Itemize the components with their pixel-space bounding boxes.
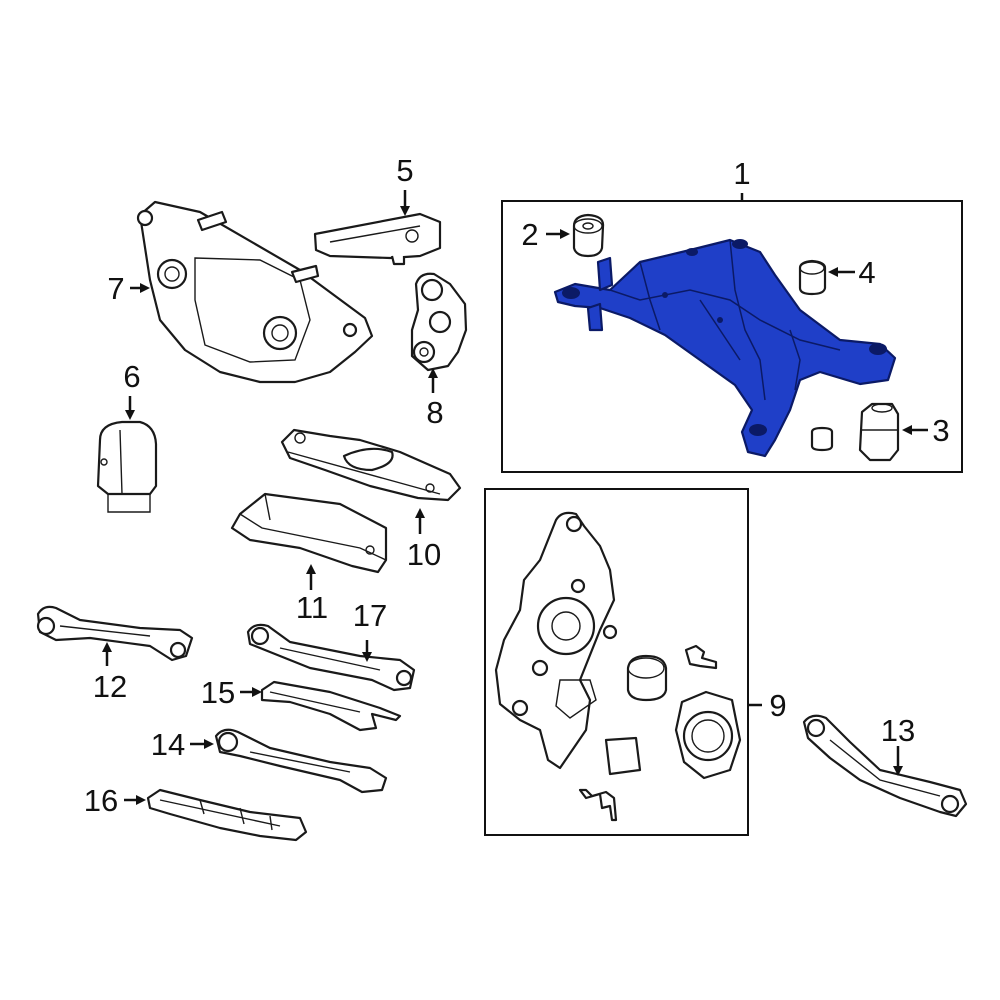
shield-part-16[interactable] (146, 788, 308, 842)
callout-15: 15 (201, 675, 235, 710)
bracket-part-5[interactable] (313, 212, 442, 266)
callout-12: 12 (93, 669, 127, 704)
callout-9: 9 (769, 688, 786, 723)
arm-part-17[interactable] (246, 623, 416, 692)
callout-11: 11 (296, 590, 328, 625)
mount-bracket-part-8[interactable] (410, 272, 468, 372)
callout-1: 1 (733, 156, 750, 191)
callout-16: 16 (84, 783, 118, 818)
shield-part-15[interactable] (260, 680, 402, 732)
callout-4: 4 (858, 255, 875, 290)
callout-8: 8 (426, 395, 443, 430)
bushing-part-2[interactable] (572, 213, 605, 258)
mount-part-3[interactable] (810, 402, 900, 462)
arm-part-12[interactable] (36, 605, 194, 662)
callout-2: 2 (521, 217, 538, 252)
arm-part-14[interactable] (214, 728, 388, 794)
mount-part-6[interactable] (96, 420, 158, 513)
callout-6: 6 (123, 359, 140, 394)
callout-17: 17 (353, 598, 387, 633)
callout-13: 13 (881, 713, 915, 748)
callout-7: 7 (107, 271, 124, 306)
knuckle-group-box (484, 488, 749, 836)
differential-cover-part-7[interactable] (136, 200, 374, 384)
callout-14: 14 (151, 727, 185, 762)
bushing-part-4[interactable] (798, 259, 827, 296)
callout-5: 5 (396, 153, 413, 188)
arm-part-13[interactable] (802, 714, 968, 818)
control-arm-part-10[interactable] (280, 428, 462, 502)
shield-part-11[interactable] (230, 492, 388, 574)
subframe-group-box (501, 200, 963, 473)
callout-10: 10 (407, 537, 441, 572)
subframe-part-1[interactable] (553, 238, 897, 458)
leader-lines (102, 190, 928, 805)
knuckle-part-9[interactable] (494, 511, 742, 822)
callout-3: 3 (932, 413, 949, 448)
